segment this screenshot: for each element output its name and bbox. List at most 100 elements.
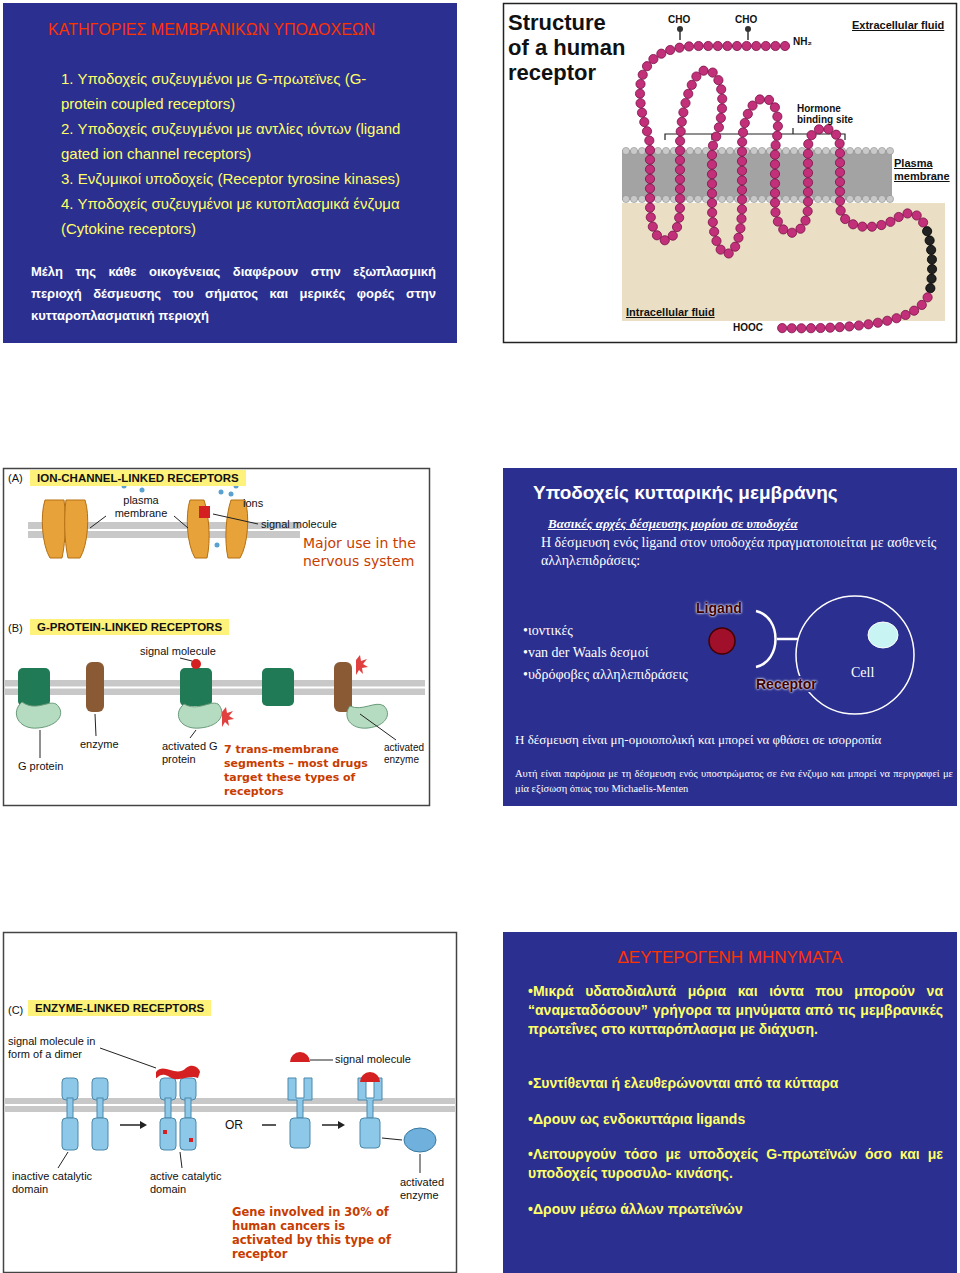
figure-label: G protein: [18, 760, 63, 773]
line-shape: [40, 730, 41, 758]
amino-acid-bead: [707, 170, 716, 179]
amino-acid-bead: [708, 218, 717, 227]
amino-acid-bead: [707, 150, 716, 159]
panel-frame: [4, 933, 457, 1273]
phospholipid-heads: [622, 147, 893, 202]
amino-acid-bead: [803, 187, 812, 196]
lipid-head: [638, 147, 645, 154]
amino-acid-bead: [681, 98, 690, 107]
line-shape: [196, 659, 197, 670]
enzyme: [86, 662, 104, 712]
line-shape: [174, 516, 188, 528]
amino-acid-bead: [780, 41, 789, 50]
line-shape: [360, 714, 396, 740]
amino-acid-bead: [731, 242, 740, 251]
slide-panel: ΔΕΥΤΕΡΟΓΕΝΗ ΜΗΝΥΜΑΤΑ•Μικρά υδατοδιαλυτά …: [503, 932, 957, 1273]
amino-acid-bead: [645, 155, 654, 164]
node-outline: [795, 595, 915, 715]
amino-acid-bead: [677, 117, 686, 126]
activation-mark: [222, 707, 234, 727]
arrow-shaft: [120, 1124, 140, 1126]
amino-acid-bead: [894, 212, 903, 221]
figure-label: CHO: [668, 14, 690, 25]
node-text: Η δέσμευση είναι μη-ομοιοπολική και μπορ…: [515, 732, 953, 748]
amino-acid-bead: [770, 160, 779, 169]
lipid-head: [846, 195, 853, 202]
receptor-shape: Receptor: [748, 605, 828, 697]
signal-molecule: [191, 659, 201, 669]
activated-receptor: [358, 1078, 382, 1148]
lipid-head: [814, 195, 821, 202]
lipid-head: [854, 147, 861, 154]
amino-acid-bead: [737, 176, 746, 185]
node-heading: Υποδοχείς κυτταρικής μεμβράνης: [533, 482, 838, 504]
amino-acid-bead: [845, 322, 854, 331]
amino-acid-bead: [835, 158, 844, 167]
amino-acid-bead: [886, 217, 895, 226]
amino-acid-bead: [737, 195, 746, 204]
amino-acid-bead: [835, 323, 844, 332]
node-text: Αυτή είναι παρόμοια με τη δέσμευση ενός …: [515, 766, 953, 796]
amino-acid-bead: [642, 62, 651, 71]
amino-acid-bead: [803, 197, 812, 206]
amino-acid-bead: [708, 141, 717, 150]
amino-acid-bead: [835, 149, 844, 158]
amino-acid-bead: [668, 231, 677, 240]
amino-acid-bead: [752, 41, 761, 50]
amino-acid-bead: [835, 187, 844, 196]
amino-acid-bead: [714, 123, 723, 132]
amino-acid-bead: [675, 146, 684, 155]
node-text: •υδρόφοβες αλληλεπιδράσεις: [523, 667, 688, 683]
amino-acid-bead: [672, 222, 681, 231]
glyco-dot: [677, 26, 683, 32]
signal-molecule: [290, 1052, 310, 1062]
amino-acid-bead: [636, 99, 645, 108]
rect-shape: [185, 1098, 191, 1118]
arrow-head: [140, 1121, 147, 1129]
figure-label: Major use in the nervous system: [303, 534, 425, 570]
line-shape: [213, 514, 258, 524]
node-text: •van der Waals δεσμοί: [523, 645, 648, 661]
line-shape: [180, 658, 192, 661]
lipid-head: [654, 195, 661, 202]
amino-acid-beads: [635, 41, 936, 332]
leader-lines: [40, 658, 396, 758]
amino-acid-bead: [923, 227, 932, 236]
amino-acid-bead: [742, 41, 751, 50]
amino-acid-bead: [704, 41, 713, 50]
node-text: Μέλη της κάθε οικογένειας διαφέρουν στην…: [31, 261, 436, 327]
amino-acid-bead: [873, 318, 882, 327]
receptor: [288, 1078, 312, 1148]
section-label-box: ENZYME-LINKED RECEPTORS: [28, 1000, 211, 1016]
amino-acid-bead: [675, 184, 684, 193]
amino-acid-bead: [675, 165, 684, 174]
membrane: [5, 680, 425, 695]
receptor-7tm: [262, 668, 294, 706]
amino-acid-bead: [826, 323, 835, 332]
node-text: •Δρουν μέσω άλλων πρωτεϊνών: [528, 1200, 943, 1219]
figure-label: signal molecule in form of a dimer: [8, 1035, 100, 1061]
path-shape: [288, 1078, 312, 1118]
cell-circle: Cell: [795, 595, 915, 715]
amino-acid-bead: [718, 94, 727, 103]
section-label-box: G-PROTEIN-LINKED RECEPTORS: [30, 619, 229, 635]
g-protein: [16, 702, 60, 728]
amino-acid-bead: [640, 117, 649, 126]
lipid-head: [822, 195, 829, 202]
lipid-head: [822, 147, 829, 154]
amino-acid-bead: [864, 320, 873, 329]
amino-acid-bead: [657, 49, 666, 58]
amino-acid-bead: [738, 137, 747, 146]
lipid-head: [814, 147, 821, 154]
amino-acid-bead: [707, 179, 716, 188]
rect-shape: [160, 1078, 176, 1100]
amino-acid-bead: [710, 227, 719, 236]
node-text: •Λειτουργούν τόσο με υποδοχείς G-πρωτεϊν…: [528, 1145, 943, 1183]
amino-acid-bead: [803, 159, 812, 168]
rect-shape: [62, 1078, 78, 1100]
amino-acid-bead: [770, 169, 779, 178]
amino-acid-bead: [737, 214, 746, 223]
amino-acid-bead: [773, 217, 782, 226]
amino-acid-bead: [796, 224, 805, 233]
line-shape: [58, 1152, 68, 1168]
